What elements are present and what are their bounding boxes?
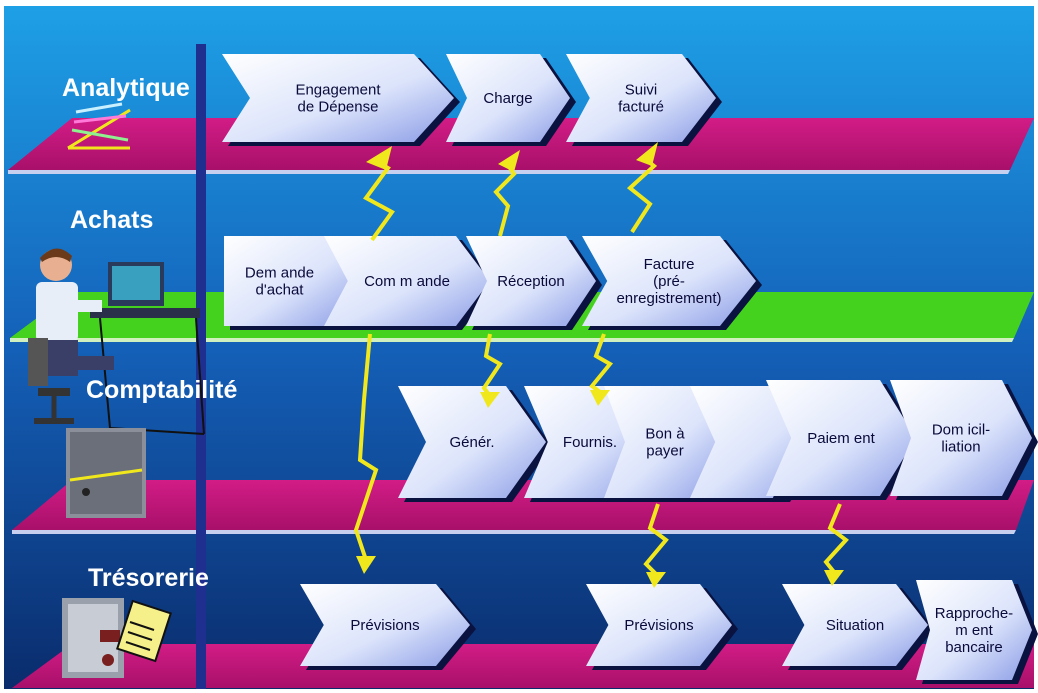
step-label-charge: Charge: [483, 90, 532, 107]
step-label-domiciliation: liation: [941, 439, 980, 456]
connector-charge-reception: [493, 150, 520, 237]
step-label-rapprochement: m ent: [955, 622, 993, 639]
step-label-demande: d'achat: [256, 282, 305, 299]
step-label-facture: enregistrement): [616, 290, 721, 307]
lane-title-achats: Achats: [70, 206, 153, 234]
step-label-commande: Com m ande: [364, 273, 450, 290]
step-label-suivi: facturé: [618, 99, 664, 116]
step-chevron-previsions-1: Prévisions: [300, 584, 476, 670]
connector-facture-fournis: [589, 333, 614, 406]
lane-divider: [196, 44, 206, 689]
step-label-domiciliation: Dom icil-: [932, 422, 990, 439]
connector-engagement-commande: [363, 146, 395, 242]
person-at-computer-icon: [28, 248, 205, 518]
step-label-situation: Situation: [826, 617, 884, 634]
step-label-engagement: de Dépense: [298, 99, 379, 116]
connector-commande-previsions: [353, 333, 379, 574]
connector-bon-previsions: [643, 503, 669, 588]
step-label-gener: Génér.: [449, 434, 494, 451]
step-label-facture: (pré-: [653, 273, 685, 290]
step-chevron-domiciliation: Dom icil-liation: [890, 380, 1038, 500]
step-label-facture: Facture: [644, 256, 695, 273]
chart-lines-icon: [67, 102, 131, 150]
step-label-suivi: Suivi: [625, 82, 658, 99]
lane-title-tresorerie: Trésorerie: [88, 564, 209, 592]
step-label-rapprochement: bancaire: [945, 639, 1003, 656]
step-chevron-previsions-2: Prévisions: [586, 584, 738, 670]
step-chevron-paiement: Paiem ent: [766, 380, 922, 500]
connector-reception-gener: [480, 333, 503, 408]
step-label-rapprochement: Rapproche-: [935, 605, 1013, 622]
step-chevron-gener: Génér.: [398, 386, 552, 502]
step-label-reception: Réception: [497, 273, 565, 290]
step-label-fournis: Fournis.: [563, 434, 617, 451]
step-chevron-facture: Facture(pré-enregistrement): [582, 236, 762, 330]
step-label-engagement: Engagement: [295, 82, 381, 99]
connector-suivi-facture: [626, 142, 658, 234]
lane-band-tresorerie: [12, 644, 1034, 688]
step-label-bon-a-payer: payer: [646, 443, 684, 460]
connector-paiement-situation: [823, 503, 849, 586]
document-icon: [115, 599, 173, 663]
step-label-bon-a-payer: Bon à: [645, 426, 685, 443]
step-label-previsions-2: Prévisions: [624, 617, 693, 634]
step-chevron-charge: Charge: [446, 54, 576, 146]
step-chevron-commande: Com m ande: [324, 236, 496, 330]
lane-title-comptabilite: Comptabilité: [86, 376, 237, 404]
step-label-previsions-1: Prévisions: [350, 617, 419, 634]
step-label-paiement: Paiem ent: [807, 430, 875, 447]
step-chevron-reception: Réception: [466, 236, 602, 330]
lane-title-analytique: Analytique: [62, 74, 190, 102]
safe-icon: [62, 598, 124, 678]
step-label-demande: Dem ande: [245, 265, 314, 282]
step-chevron-situation: Situation: [782, 584, 934, 670]
